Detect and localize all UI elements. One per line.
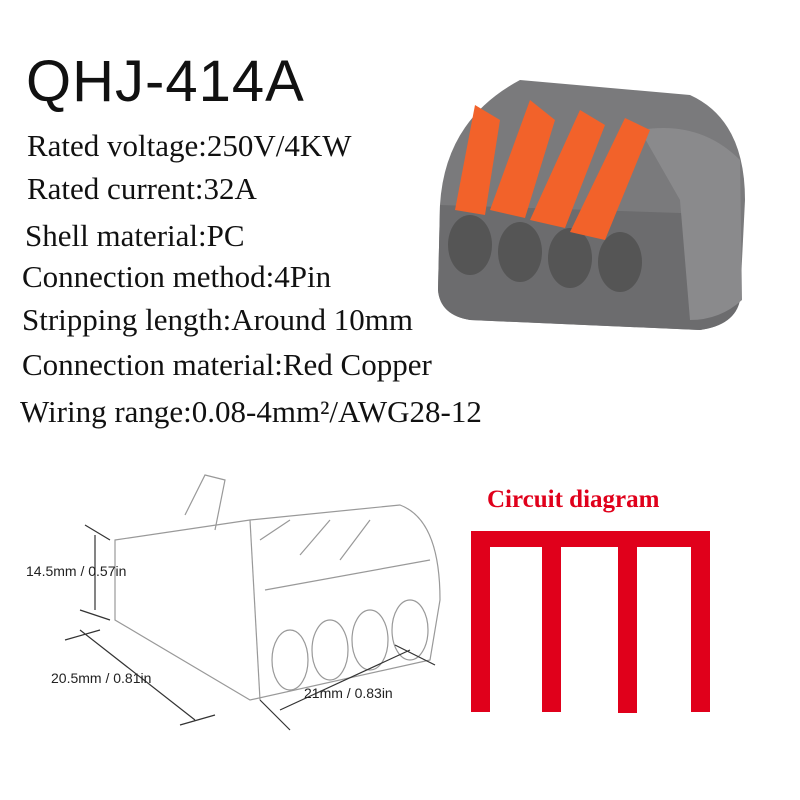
spec-stripping-length: Stripping length:Around 10mm [22, 302, 413, 337]
spec-rated-current: Rated current:32A [27, 171, 257, 206]
dimension-height: 14.5mm / 0.57in [26, 563, 127, 579]
spec-connection-material: Connection material:Red Copper [22, 347, 432, 382]
spec-wiring-range: Wiring range:0.08-4mm²/AWG28-12 [20, 394, 482, 429]
dimension-width: 21mm / 0.83in [304, 685, 393, 701]
orange-levers [455, 100, 650, 240]
dimension-drawing [64, 474, 441, 731]
circuit-diagram [471, 531, 710, 713]
spec-rated-voltage: Rated voltage:250V/4KW [27, 128, 352, 163]
dimension-depth: 20.5mm / 0.81in [51, 670, 152, 686]
circuit-diagram-title: Circuit diagram [487, 486, 660, 513]
spec-shell-material: Shell material:PC [25, 218, 245, 253]
product-title: QHJ-414A [26, 49, 305, 114]
spec-connection-method: Connection method:4Pin [22, 259, 332, 294]
